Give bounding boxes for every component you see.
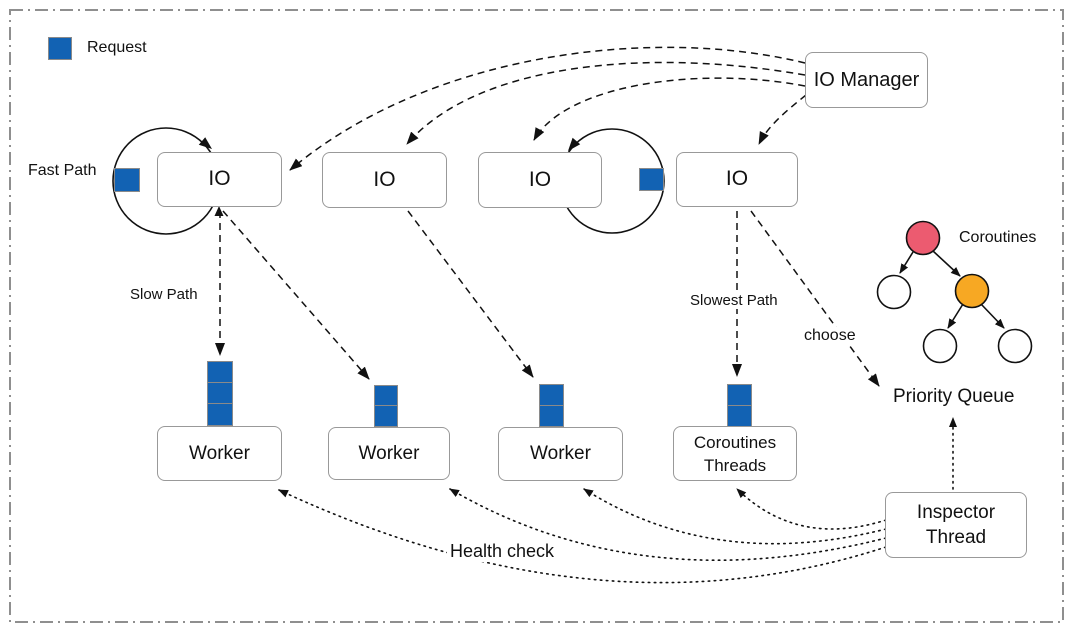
slowest-path-label: Slowest Path (687, 292, 781, 309)
io1-bottom-arrowhead (214, 206, 224, 216)
io-box-2-label: IO (373, 167, 396, 191)
coroutines-threads-label-line2: Threads (703, 455, 767, 475)
edge-inspector-worker3-health (583, 488, 887, 545)
health-check-label: Health check (447, 541, 558, 562)
slow-path-label: Slow Path (130, 286, 198, 303)
io-box-1: IO (157, 152, 282, 207)
request-square (539, 404, 564, 427)
choose-label: choose (801, 327, 859, 345)
worker-box-2: Worker (328, 427, 450, 480)
edge-io4-priority-queue-choose (750, 210, 880, 387)
request-square-fast-path (114, 168, 140, 192)
io-box-4: IO (676, 152, 798, 207)
edge-io2-worker3 (407, 210, 534, 378)
inspector-thread-label-line2: Thread (925, 527, 987, 548)
edge-inspector-worker1-health (278, 489, 887, 584)
coroutines-label: Coroutines (959, 229, 1037, 246)
worker-3-label: Worker (530, 443, 591, 465)
edge-io1-worker2 (222, 210, 370, 380)
io-box-4-label: IO (725, 167, 749, 191)
request-square (727, 404, 752, 427)
coroutines-threads-request-queue (727, 384, 752, 427)
tree-edge-orange-left (947, 303, 964, 329)
io-box-1-label: IO (208, 167, 231, 191)
dash-dot-outer-border (9, 9, 1064, 623)
io-manager-box: IO Manager (805, 52, 928, 108)
coroutine-node (922, 328, 958, 364)
request-square (727, 384, 752, 407)
request-square (207, 403, 233, 427)
worker-box-1: Worker (157, 426, 282, 481)
tree-edge-orange-right (980, 303, 1005, 329)
edge-iomanager-io2 (406, 61, 806, 145)
loop-io3-arrowhead (568, 137, 581, 151)
edge-inspector-coroutines-threads-health (736, 488, 887, 530)
io-box-2: IO (322, 152, 447, 208)
coroutine-active-node (954, 273, 990, 309)
request-legend-label: Request (87, 39, 147, 56)
worker-1-label: Worker (189, 442, 250, 464)
fast-path-label: Fast Path (28, 162, 97, 179)
request-square (539, 384, 564, 407)
worker-3-request-queue (539, 384, 564, 427)
worker-2-request-queue (374, 385, 398, 427)
edge-iomanager-io3 (533, 77, 806, 141)
inspector-thread-box: Inspector Thread (885, 492, 1027, 558)
io-box-3: IO (478, 152, 602, 208)
coroutine-node (876, 274, 912, 310)
coroutines-threads-box: Coroutines Threads (673, 426, 797, 481)
edge-iomanager-io4 (758, 94, 807, 145)
request-legend-swatch (48, 37, 72, 60)
io-manager-label: IO Manager (813, 68, 920, 91)
request-square (207, 382, 233, 405)
tree-edge-root-right (932, 250, 961, 277)
worker-box-3: Worker (498, 427, 623, 481)
coroutine-node (997, 328, 1033, 364)
priority-queue-label: Priority Queue (893, 386, 1015, 407)
request-square (374, 405, 398, 427)
edge-inspector-worker2-health (449, 488, 887, 562)
io-box-3-label: IO (528, 167, 552, 191)
tree-edge-root-left (899, 251, 914, 274)
request-square-io3 (639, 168, 664, 191)
coroutines-threads-label-line1: Coroutines (693, 432, 777, 452)
worker-1-request-queue (207, 361, 233, 427)
fast-path-loop-arrowhead (198, 137, 212, 149)
worker-2-label: Worker (358, 442, 420, 464)
request-square (207, 361, 233, 384)
inspector-thread-label-line1: Inspector (916, 502, 996, 523)
request-square (374, 385, 398, 407)
coroutine-root-node (905, 220, 941, 256)
